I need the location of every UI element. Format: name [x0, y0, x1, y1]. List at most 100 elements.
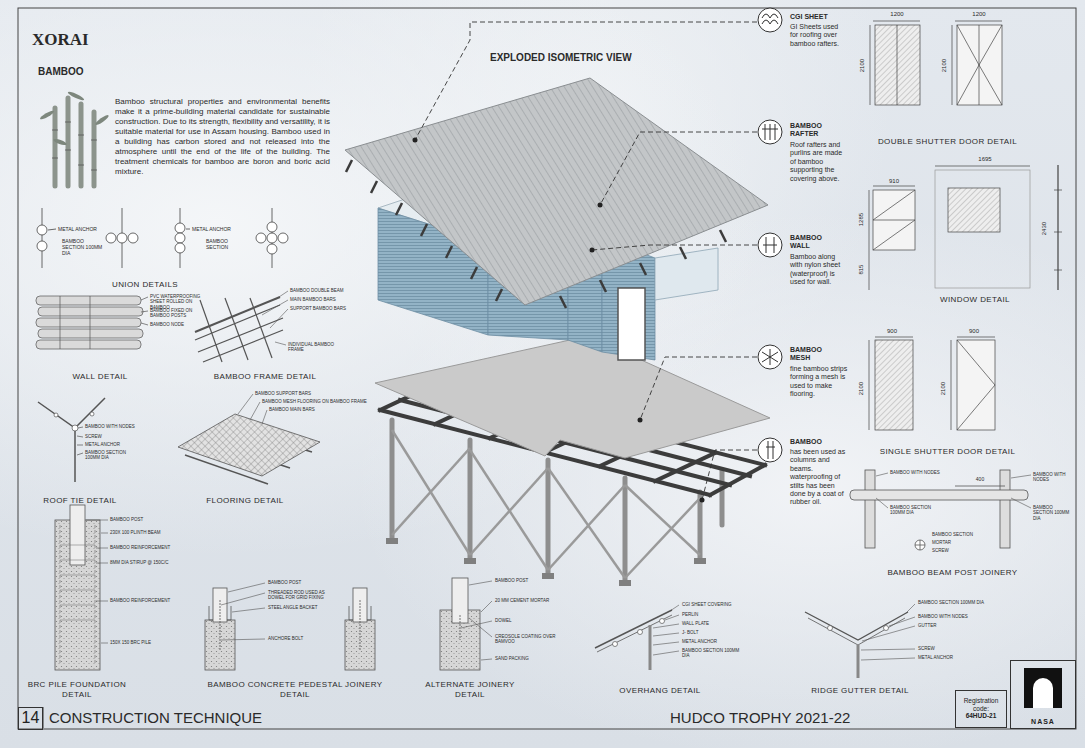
label: BAMBOO DOUBLE BEAM: [290, 288, 350, 293]
label: HUDCO TROPHY 2021-22: [670, 709, 950, 727]
label: BAMBOO POST: [268, 580, 338, 585]
label: BAMBOO WITH NODES: [1033, 472, 1073, 483]
label: MAIN BAMBOO BARS: [290, 297, 350, 302]
label: METAL ANCHOR: [682, 639, 747, 644]
label: BAMBOO SECTION 100MM DIA: [918, 600, 990, 605]
registration-box: Registration code:64HUD-21: [955, 690, 1007, 728]
label: RIDGE GUTTER DETAIL: [795, 686, 925, 696]
label: BAMBOO SECTION 100MM DIA: [1033, 505, 1073, 521]
label: METAL ANCHOR: [58, 226, 113, 232]
label: SUPPORT BAMBOO BARS: [290, 306, 350, 311]
label: BAMBOO WITH NODES: [85, 424, 140, 429]
label: THREADED ROD USED AS DOWEL FOR GRID FIXI…: [268, 590, 340, 601]
label: BAMBOO FIXED ON BAMBOO POSTS: [150, 308, 210, 319]
node-text: 14: [22, 709, 40, 727]
label: SCREW: [85, 434, 125, 439]
sheet-title: XORAI: [32, 30, 152, 50]
label: BAMBOO RAFTER: [790, 122, 835, 139]
label: 150X 150 BRC PILE: [110, 640, 200, 645]
label: GI Sheets used for roofing over bamboo r…: [790, 23, 848, 48]
label: UNION DETAILS: [95, 280, 195, 290]
label: METAL ANCHOR: [192, 226, 247, 232]
label: BAMBOO POST: [495, 578, 565, 583]
label: 2100: [859, 51, 866, 81]
label: DOUBLE SHUTTER DOOR DETAIL: [865, 137, 1030, 147]
logo-box: NASA: [1010, 660, 1076, 729]
label: 910: [879, 178, 909, 185]
label: BAMBOO WITH NODES: [890, 470, 945, 475]
label: ROOF TIE DETAIL: [25, 496, 135, 506]
label: SINGLE SHUTTER DOOR DETAIL: [865, 447, 1030, 457]
label: CGI SHEET COVERING: [682, 602, 747, 607]
label: BAMBOO SUPPORT BARS: [255, 391, 335, 396]
label: J- BOLT: [682, 630, 747, 635]
label: DOWEL: [495, 618, 555, 623]
label: PERLIN: [682, 612, 747, 617]
label: CONSTRUCTION TECHNIQUE: [49, 709, 319, 727]
label: BAMBOO WITH NODES: [918, 614, 988, 619]
label: 2100: [941, 51, 948, 81]
node-text: NASA: [1031, 718, 1055, 726]
label: EXPLODED ISOMETRIC VIEW: [490, 52, 660, 64]
label: SCREW: [932, 548, 972, 553]
label: BAMBOO NODE: [150, 322, 195, 327]
label: 2100: [940, 374, 947, 404]
label: BAMBOO WALL: [790, 234, 835, 251]
label: BAMBOO POST: [110, 517, 200, 522]
label: SAND PACKING: [495, 656, 555, 661]
label: 1200: [964, 11, 994, 18]
label: BAMBOO MESH: [790, 346, 835, 363]
label: ALTERNATE JOINERY DETAIL: [415, 680, 525, 699]
label: BAMBOO SECTION 100MM DIA: [682, 648, 740, 659]
node-text: Registration code:: [958, 697, 1004, 712]
label: BAMBOO SECTION: [206, 238, 246, 250]
label: 900: [959, 328, 989, 335]
label: BAMBOO MAIN BARS: [269, 407, 339, 412]
label: BAMBOO SECTION: [932, 532, 977, 537]
label: 20 MM CEMENT MORTAR: [495, 598, 565, 603]
label: BAMBOO: [790, 438, 845, 446]
label: WALL DETAIL: [50, 372, 150, 382]
label: has been used as columns and beams. wate…: [790, 448, 848, 507]
label: 815: [858, 255, 865, 285]
label: BAMBOO MESH FLOORING ON BAMBOO FRAME: [262, 399, 372, 404]
label: 1695: [965, 156, 1005, 163]
label: CGI SHEET: [790, 13, 850, 21]
label: Bamboo along with nylon sheet (waterproo…: [790, 253, 848, 287]
label: BAMBOO SECTION 100MM DIA: [85, 450, 130, 461]
label: 230X 100 PLINTH BEAM: [110, 530, 200, 535]
node-text: 64HUD-21: [966, 712, 997, 719]
label: GUTTER: [918, 623, 968, 628]
label: FLOORING DETAIL: [185, 496, 305, 506]
page-number-box: 14: [18, 707, 43, 730]
label: BAMBOO SECTION 100MM DIA: [62, 238, 104, 256]
label: BAMBOO REINFORCEMENT: [110, 545, 200, 550]
label: BAMBOO BEAM POST JOINERY: [865, 568, 1040, 578]
label: BAMBOO CONCRETE PEDESTAL JOINERY DETAIL: [195, 680, 395, 699]
label: BAMBOO REINFORCEMENT: [110, 598, 200, 603]
label: 8MM DIA STIRUP @ 150C/C: [110, 560, 200, 565]
label: SCREW: [918, 646, 968, 651]
label: WINDOW DETAIL: [920, 295, 1030, 305]
label: STEEL ANGLE BACKET: [268, 605, 338, 610]
label: BAMBOO FRAME DETAIL: [200, 372, 330, 382]
label: 2430: [1041, 214, 1048, 244]
label: METAL ANCHOR: [918, 655, 978, 660]
label: 2100: [858, 374, 865, 404]
label: BAMBOO: [38, 66, 98, 78]
label: Bamboo structural properties and environ…: [115, 97, 330, 177]
label: CREOSOLE COATING OVER BAMVOO: [495, 634, 565, 645]
label: Roof rafters and purlins are made of bam…: [790, 141, 848, 183]
label: MORTAR: [932, 540, 972, 545]
label: 900: [877, 328, 907, 335]
label: BAMBOO SECTION 100MM DIA: [890, 505, 940, 516]
label: METAL ANCHOR: [85, 442, 135, 447]
label: 1200: [882, 11, 912, 18]
label: INDIVIDUAL BAMBOO FRAME: [288, 342, 343, 353]
label: BRC PILE FOUNDATION DETAIL: [22, 680, 132, 699]
label: WALL PLATE: [682, 621, 747, 626]
label: fine bamboo strips forming a mesh is use…: [790, 365, 848, 399]
label: ANCHORE BOLT: [268, 636, 328, 641]
label: PVC WATERPROOFING SHEET ROLLED ON BAMBOO: [150, 294, 210, 310]
